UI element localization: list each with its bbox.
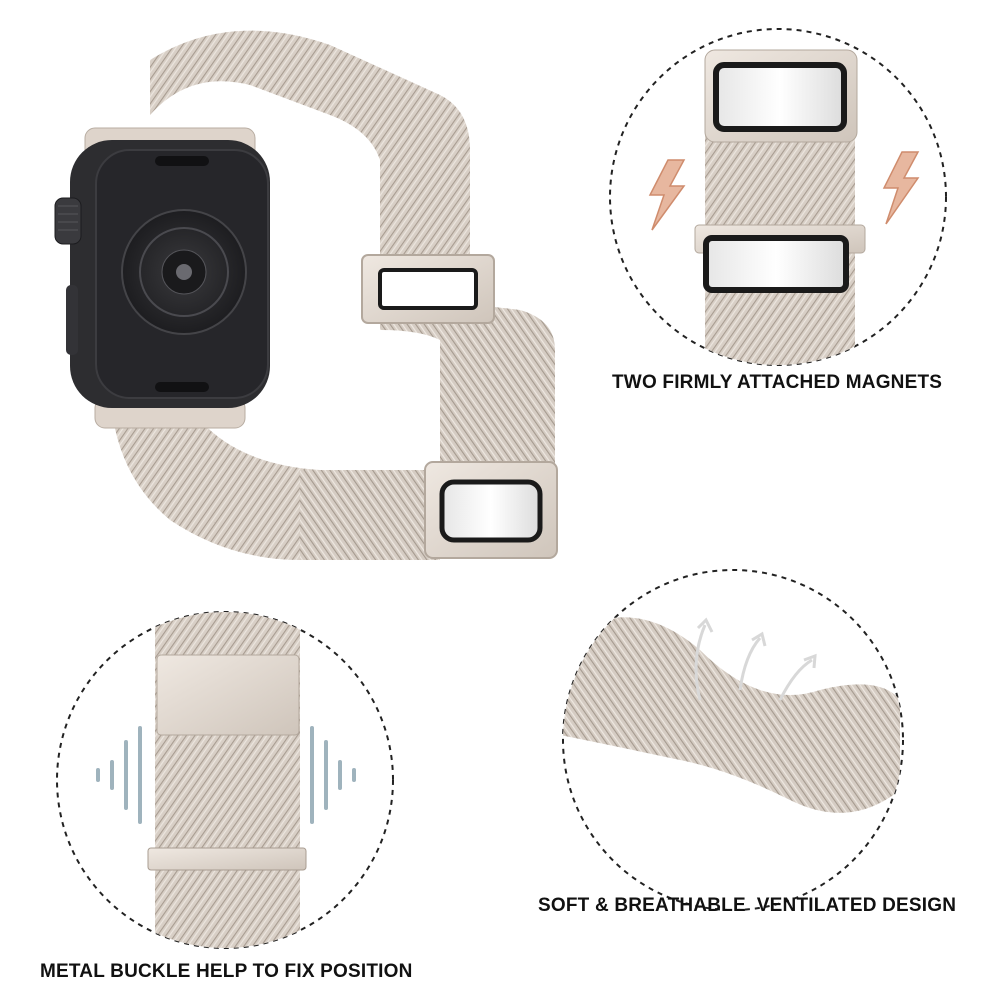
breathable-detail: [562, 569, 904, 911]
lightning-bolt-icon: [648, 151, 920, 231]
buckle-detail: [56, 611, 394, 949]
flex-arrows-icon: [694, 617, 817, 701]
watch-case: [54, 127, 270, 429]
caption-magnets: TWO FIRMLY ATTACHED MAGNETS: [612, 372, 943, 393]
vibration-lines-icon: [96, 726, 356, 824]
caption-buckle: METAL BUCKLE HELP TO FIX POSITION: [40, 961, 413, 982]
magnets-detail: [609, 28, 947, 366]
caption-breathable: SOFT & BREATHABLE VENTILATED DESIGN: [538, 895, 957, 916]
